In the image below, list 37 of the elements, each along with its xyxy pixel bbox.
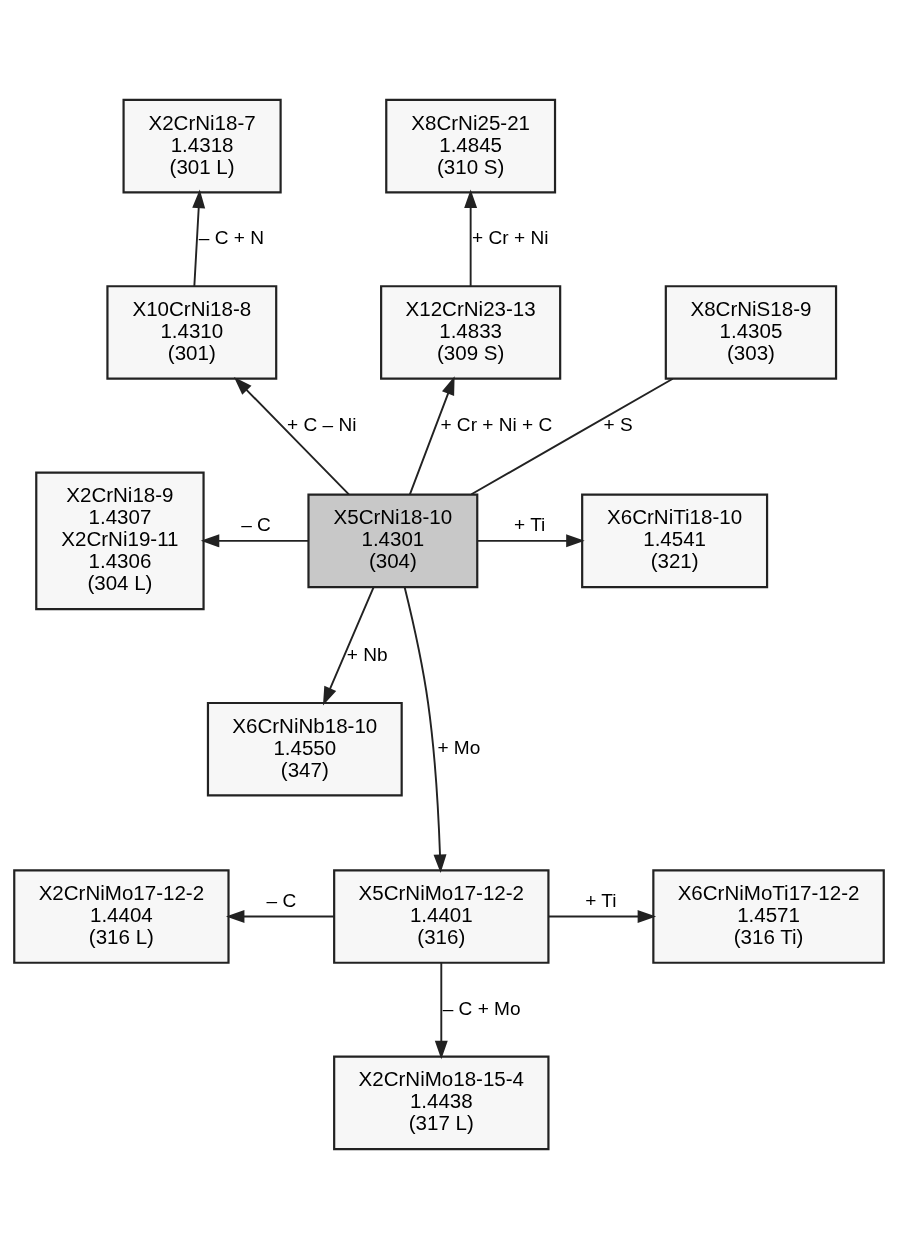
edge-label: + S	[603, 413, 633, 435]
edge-label: + Cr + Ni + C	[440, 413, 553, 435]
node-box: X2CrNiMo17-12-2 1.4404 (316 L)	[13, 868, 230, 964]
edge-label: – C + N	[198, 226, 265, 248]
edge-label: + Ti	[514, 513, 546, 535]
arrow	[476, 533, 585, 547]
node-box: X2CrNi18-9 1.4307 X2CrNi19-11 1.4306 (304 L)	[35, 471, 205, 610]
arrow	[192, 189, 206, 287]
node-box: X5CrNi18-10 1.4301 (304)	[307, 493, 479, 588]
node-box: X12CrNi23-13 1.4833 (309 S)	[380, 284, 562, 380]
arrow	[225, 909, 336, 923]
edge-label: + C – Ni	[287, 413, 357, 435]
node-box: X6CrNiTi18-10 1.4541 (321)	[581, 493, 769, 588]
node-box: X6CrNiNb18-10 1.4550 (347)	[206, 701, 403, 797]
edge-label: + Mo	[437, 736, 481, 758]
edge-label: – C	[241, 513, 271, 535]
node-box: X8CrNiS18-9 1.4305 (303)	[664, 284, 838, 380]
arrow	[547, 909, 657, 923]
arrow	[403, 586, 447, 873]
node-box: X2CrNiMo18-15-4 1.4438 (317 L)	[333, 1055, 550, 1150]
node-box: X5CrNiMo17-12-2 1.4401 (316)	[333, 868, 550, 964]
edge-label: + Cr + Ni	[472, 226, 549, 248]
edge-label: + Nb	[346, 643, 388, 665]
node-box: X10CrNi18-8 1.4310 (301)	[106, 284, 278, 380]
arrow	[322, 585, 375, 705]
node-box: X2CrNi18-7 1.4318 (301 L)	[122, 98, 282, 193]
arrow	[464, 189, 478, 287]
arrow	[233, 376, 350, 495]
node-box: X8CrNi25-21 1.4845 (310 S)	[385, 98, 557, 193]
connector	[470, 377, 674, 495]
arrow	[408, 375, 455, 495]
edge-label: + Ti	[585, 889, 617, 911]
edge-label: – C	[266, 889, 297, 911]
node-box: X6CrNiMoTi17-12-2 1.4571 (316 Ti)	[652, 868, 885, 964]
arrow	[434, 961, 448, 1059]
arrow	[200, 533, 310, 547]
edge-label: – C + Mo	[442, 997, 521, 1019]
